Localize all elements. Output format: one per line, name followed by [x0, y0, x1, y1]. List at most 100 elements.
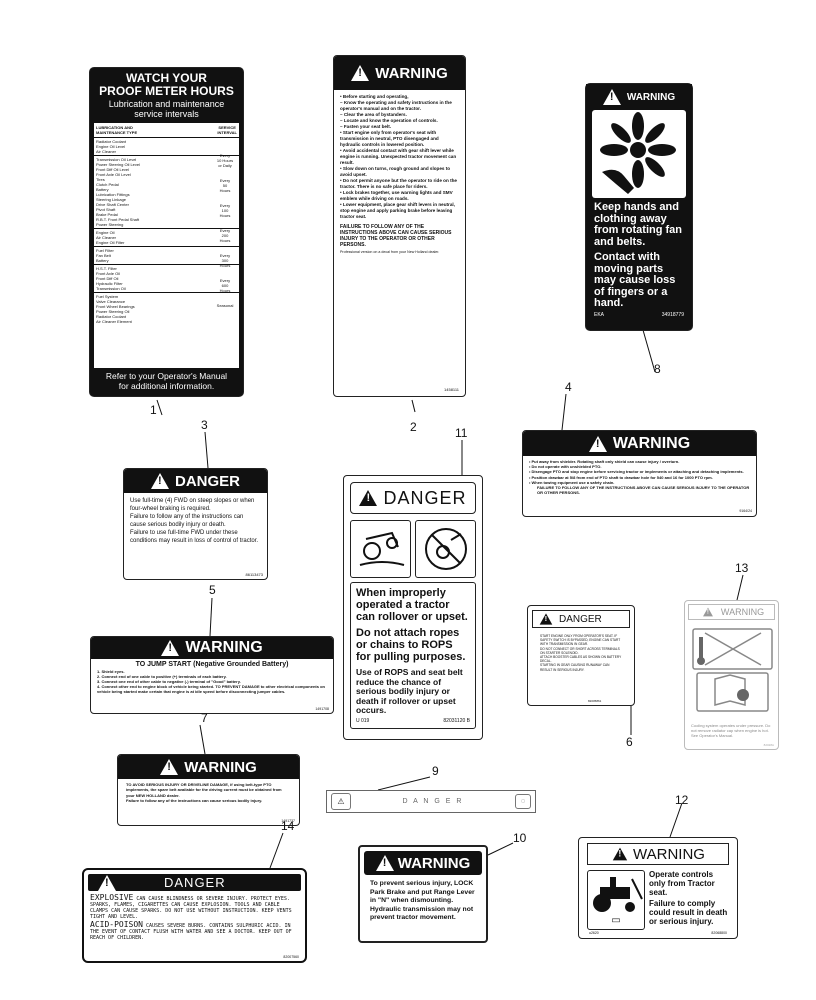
- warning-triangle-icon: [588, 435, 607, 452]
- decal-9-strip-danger: ⚠ D A N G E R ◌: [326, 790, 536, 813]
- warning-triangle-icon: [702, 607, 713, 617]
- decal-14-explosive-body: CAN CAUSE BLINDNESS OR SEVERE INJURY. PR…: [90, 896, 292, 920]
- decal-3-fwd-danger: DANGER Use full-time (4) FWD on steep sl…: [123, 468, 268, 580]
- decal-11-body: Use of ROPS and seat belt reduce the cha…: [356, 667, 463, 715]
- pictogram-icon: ⚠: [331, 793, 351, 810]
- callout-3: 3: [201, 418, 208, 432]
- decal-1-interval-4: Every 300 Hours: [219, 253, 231, 268]
- decal-6-starter-danger: DANGER START ENGINE ONLY FROM OPERATOR'S…: [527, 605, 635, 706]
- warning-triangle-icon: [161, 640, 180, 656]
- decal-1-col-interval: SERVICE INTERVAL: [217, 125, 237, 135]
- decal-6-part: 82005861: [588, 699, 602, 703]
- decal-13-part: 82028A: [763, 743, 774, 747]
- decal-2-body: • Before starting and operating, – Know …: [340, 94, 457, 219]
- decal-11-header: DANGER: [350, 482, 476, 514]
- decal-8-text-1: Keep hands and clothing away from rotati…: [594, 201, 682, 248]
- warning-triangle-icon: [375, 855, 394, 871]
- warning-triangle-icon: [160, 759, 179, 775]
- decal-7-header: WARNING: [118, 755, 299, 779]
- fan-icon: [600, 112, 676, 194]
- decal-11-header-text: DANGER: [383, 487, 467, 508]
- decal-8-fan-warning: WARNING Keep hands and clothing away fro…: [585, 83, 693, 331]
- callout-7: 7: [201, 711, 208, 725]
- decal-13-body: Cooling system operates under pressure. …: [691, 723, 771, 738]
- decal-7-part: 1491737: [281, 819, 295, 823]
- decal-3-body: Use full-time (4) FWD on steep slopes or…: [130, 498, 259, 544]
- callout-14: 14: [281, 819, 295, 833]
- decal-14-acid-title: ACID-POISON: [90, 920, 143, 929]
- decal-1-interval-2: Every 100 Hours: [219, 203, 231, 218]
- decal-4-pto-warning: WARNING • Put away from shielder. Rotati…: [522, 430, 757, 517]
- decal-6-header-text: DANGER: [559, 613, 602, 625]
- callout-2: 2: [410, 420, 417, 434]
- decal-1-interval-3: Every 200 Hours: [219, 228, 231, 243]
- decal-1-row-4: H.S.T. Filter Front Axle Oil Front Diff …: [94, 265, 239, 293]
- decal-8-text-2: Contact with moving parts may cause loss…: [594, 251, 676, 309]
- decal-12-code: u2620: [589, 931, 599, 935]
- decal-8-header-text: WARNING: [626, 91, 676, 103]
- decal-12-header: WARNING: [587, 843, 729, 865]
- decal-10-park-brake-warning: WARNING To prevent serious injury, LOCK …: [358, 845, 488, 943]
- decal-3-part: 86113473: [245, 572, 264, 577]
- decal-7-belt-warning: WARNING TO AVOID SERIOUS INJURY OR DRIVE…: [117, 754, 300, 826]
- callout-12: 12: [675, 793, 689, 807]
- decal-2-failure: FAILURE TO FOLLOW ANY OF THE INSTRUCTION…: [340, 224, 452, 248]
- callout-6: 6: [626, 735, 633, 749]
- decal-1-subtitle: Lubrication and maintenance service inte…: [108, 99, 225, 119]
- warning-triangle-icon: [612, 847, 628, 861]
- decal-1-interval-5: Every 600 Hours: [219, 278, 231, 293]
- decal-6-body: START ENGINE ONLY FROM OPERATOR'S SEAT. …: [540, 634, 622, 672]
- decal-11-code: U 019: [356, 717, 370, 724]
- decal-1-table: LUBRICATION AND MAINTENANCE TYPE SERVICE…: [94, 123, 239, 368]
- decal-1-interval-6: Seasonal: [216, 303, 234, 308]
- decal-13-header-text: WARNING: [720, 607, 765, 617]
- decal-7-header-text: WARNING: [184, 758, 257, 776]
- decal-2-part: 1458111: [444, 387, 459, 392]
- tractor-rollover-icon: [350, 520, 411, 578]
- warning-triangle-icon: [150, 473, 169, 489]
- decal-6-header: DANGER: [532, 610, 630, 628]
- decal-10-body: To prevent serious injury, LOCK Park Bra…: [370, 880, 475, 921]
- callout-10: 10: [513, 831, 527, 845]
- pictogram-icon: ◌: [515, 794, 531, 809]
- decal-11-rops-danger: DANGER When improperly operated a tracto…: [343, 475, 483, 740]
- callout-13: 13: [735, 561, 749, 575]
- decal-1-title: WATCH YOUR PROOF METER HOURS: [99, 71, 234, 98]
- warning-triangle-icon: [539, 613, 553, 625]
- decal-4-body: • Put away from shielder. Rotating shaft…: [529, 459, 744, 485]
- decal-4-part: 9164/24: [739, 509, 752, 513]
- no-chain-to-rops-icon: [415, 520, 476, 578]
- tractor-operator-pictogram: ▭: [587, 870, 645, 930]
- decal-4-header-text: WARNING: [612, 434, 691, 452]
- decal-4-failure: FAILURE TO FOLLOW ANY OF THE INSTRUCTION…: [537, 485, 750, 496]
- decal-14-explosive-title: EXPLOSIVE: [90, 893, 134, 902]
- decal-9-text: D A N G E R: [402, 798, 464, 805]
- decal-1-intervals: Every 10 Hours or Daily Every 50 Hours E…: [213, 153, 237, 308]
- decal-1-row-0: Radiator Coolant Engine Oil Level Air Cl…: [94, 138, 239, 156]
- callout-8: 8: [654, 362, 661, 376]
- decal-11-part: 82031120 B: [443, 717, 470, 724]
- decal-2-footer: Professional version on a decal from you…: [340, 250, 440, 254]
- warning-triangle-icon: [98, 874, 116, 891]
- decal-12-operate-seat-warning: WARNING ▭ Operate controls only from Tra…: [578, 837, 738, 939]
- book-icon: ▭: [611, 914, 621, 926]
- callout-1: 1: [150, 403, 157, 417]
- decal-12-text-1: Operate controls only from Tractor seat.: [649, 870, 715, 897]
- decal-1-row-5: Fuel System Valve Clearance Front Wheel …: [96, 294, 135, 324]
- decal-1-footer: Refer to your Operator's Manual for addi…: [105, 371, 228, 391]
- decal-10-header: WARNING: [364, 851, 482, 875]
- decal-2-header-text: WARNING: [375, 64, 448, 82]
- fan-hand-pictogram: [592, 110, 686, 198]
- decal-13-cooling-warning: WARNING Cooling system operates under pr…: [684, 600, 779, 750]
- callout-5: 5: [209, 583, 216, 597]
- decal-5-header-text: WARNING: [185, 639, 263, 656]
- decal-3-header: DANGER: [124, 469, 267, 493]
- callout-4: 4: [565, 380, 572, 394]
- decal-5-jump-start-warning: WARNING TO JUMP START (Negative Grounded…: [90, 636, 334, 714]
- decal-5-part: 1491708: [315, 707, 329, 711]
- decal-10-header-text: WARNING: [397, 854, 471, 872]
- decal-1-service-intervals: WATCH YOUR PROOF METER HOURS Lubrication…: [89, 67, 244, 397]
- callout-9: 9: [432, 764, 439, 778]
- decal-7-body: TO AVOID SERIOUS INJURY OR DRIVELINE DAM…: [126, 782, 282, 804]
